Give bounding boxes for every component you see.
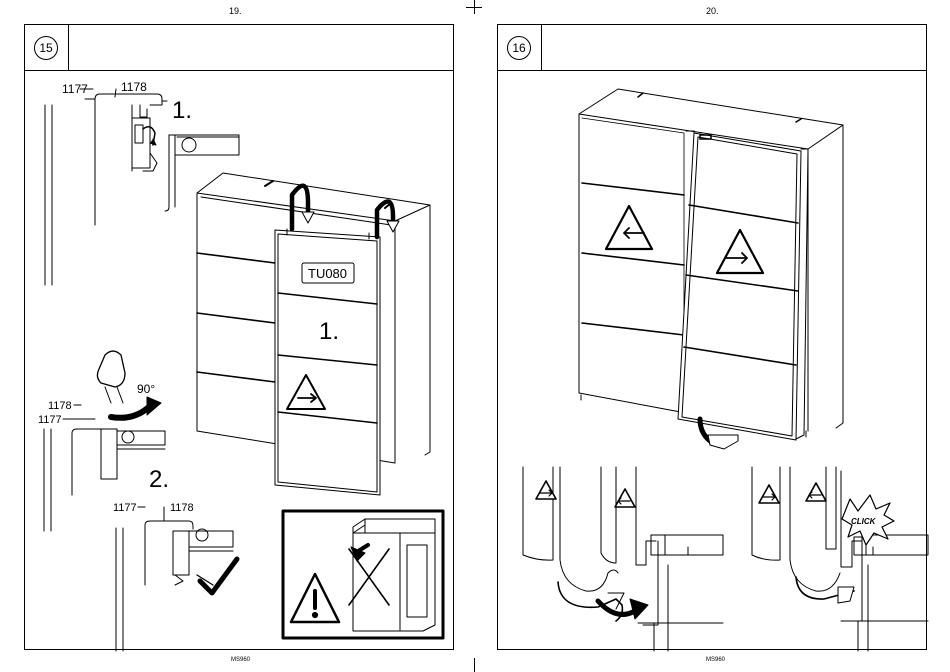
page-number: 19. [229,6,242,16]
rotation-label: 90° [137,382,155,396]
leader-line [115,89,116,97]
rail-code-label: TU080 [308,266,347,281]
step-15-illustration: 1177 1178 1. [25,25,455,651]
step-label-two: 2. [149,466,169,493]
part-label-1177: 1177 [113,502,137,514]
click-label: CLICK [851,517,877,526]
step-panel: 15 1177 1178 1. [24,24,454,650]
part-label-1178: 1178 [170,502,194,514]
part-label-1177: 1177 [38,414,62,426]
page-number: 20. [706,6,719,16]
wardrobe-right [579,89,843,449]
wardrobe-left [197,173,430,495]
part-label-1177: 1177 [62,82,88,96]
part-label-1178: 1178 [48,400,72,412]
trim-mark [474,658,475,672]
footer-code: MS960 [231,657,250,663]
part-label-1178: 1178 [121,80,147,94]
step-label-one: 1. [172,97,192,124]
step-16-illustration: CLICK [498,25,928,651]
rail-detail-installed [116,521,237,651]
rail-detail-top [45,94,239,285]
footer-code: MS960 [706,657,725,663]
step-panel: 16 [497,24,927,650]
door-step-label: 1. [319,318,339,345]
rail-detail-rotate [44,351,165,531]
guide-detail-push [523,467,723,651]
guide-detail-click [752,467,928,651]
warning-box [283,511,443,638]
trim-mark [466,7,482,8]
